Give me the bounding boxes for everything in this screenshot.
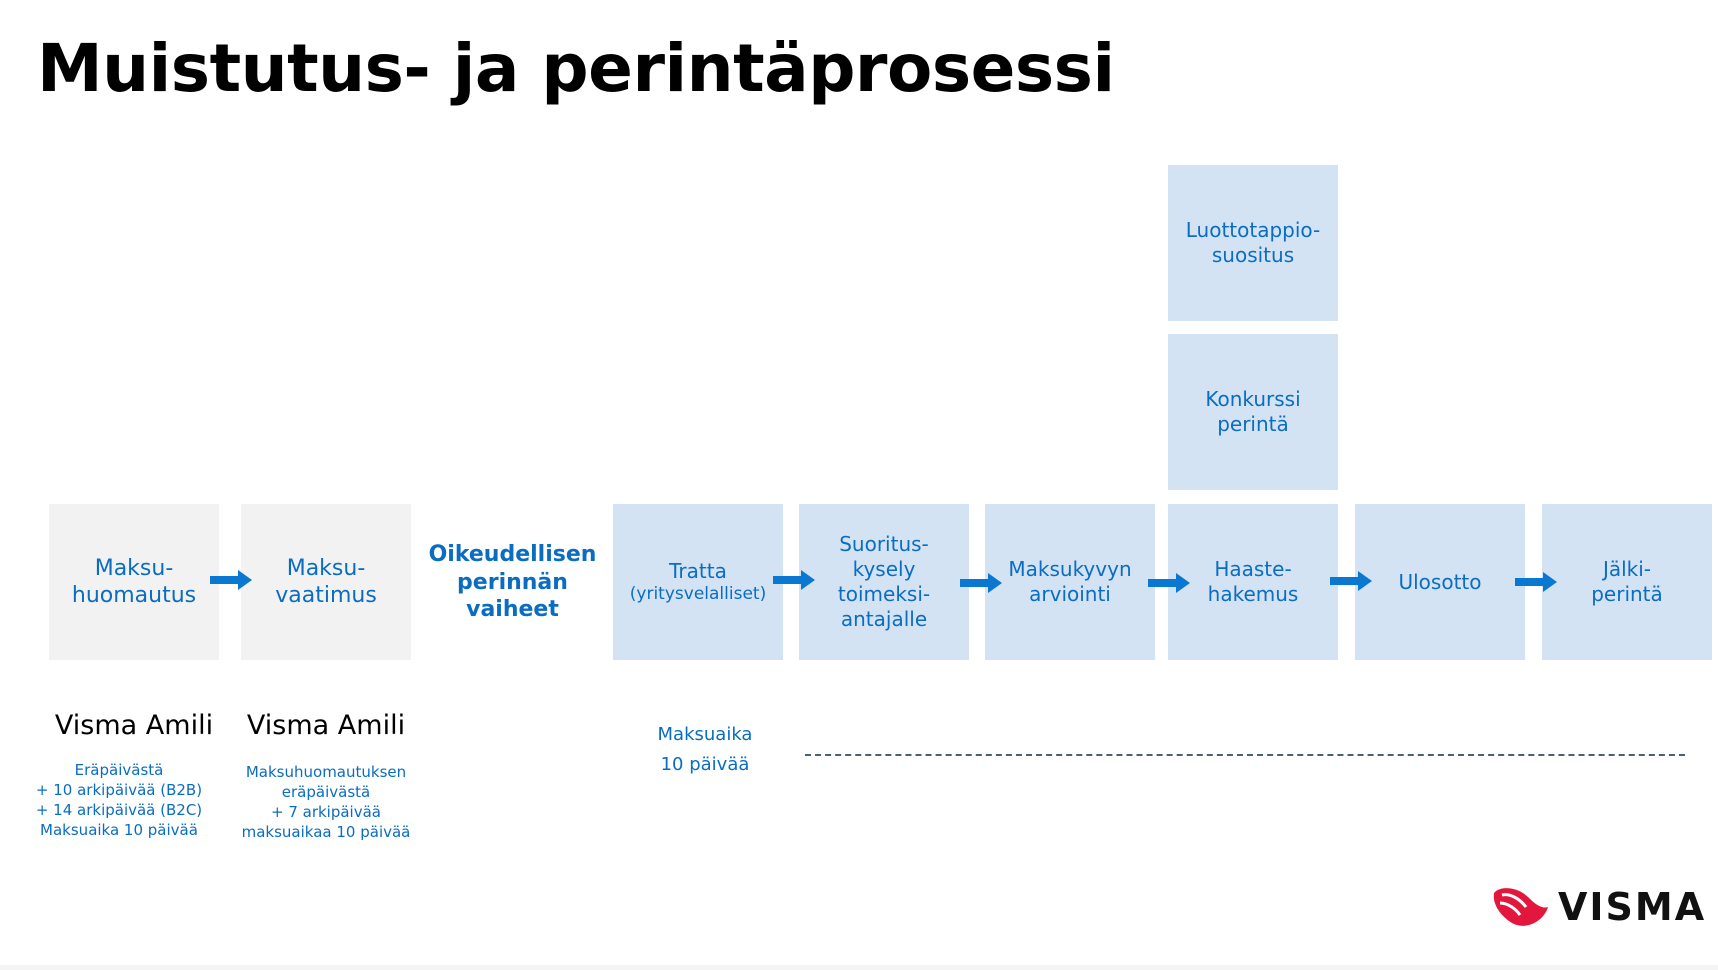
box-label: Ulosotto xyxy=(1398,569,1482,594)
box-haaste: Haaste- hakemus xyxy=(1168,504,1338,660)
box-suoritus: Suoritus- kysely toimeksi- antajalle xyxy=(799,504,969,660)
note-line: maksuaikaa 10 päivää xyxy=(241,823,411,841)
box-label: Maksukyvyn arviointi xyxy=(1008,557,1132,606)
box-label: Konkurssi perintä xyxy=(1205,387,1301,436)
visma-logo-text: VISMA xyxy=(1558,885,1707,929)
timing-note-tratta: Maksuaika 10 päivää xyxy=(630,720,780,780)
box-luottotappio: Luottotappio- suositus xyxy=(1168,165,1338,321)
box-ulosotto: Ulosotto xyxy=(1355,504,1525,660)
arrow-right-icon xyxy=(210,570,252,590)
box-label: Tratta (yritysvelalliset) xyxy=(630,534,766,630)
box-label: Haaste- hakemus xyxy=(1207,557,1299,606)
tratta-sublabel: (yritysvelalliset) xyxy=(629,583,767,604)
legal-phase-heading: Oikeudellisen perinnän vaiheet xyxy=(428,542,597,622)
arrow-right-icon xyxy=(1330,571,1372,591)
note-line: Maksuaika xyxy=(657,724,753,745)
arrow-right-icon xyxy=(960,573,1002,593)
note-line: + 10 arkipäivää (B2B) xyxy=(35,781,203,799)
note-line: Eräpäivästä xyxy=(74,761,164,779)
box-tratta: Tratta (yritysvelalliset) xyxy=(613,504,783,660)
box-jalki: Jälki- perintä xyxy=(1542,504,1712,660)
note-line: + 14 arkipäivää (B2C) xyxy=(35,801,203,819)
page-title: Muistutus- ja perintäprosessi xyxy=(37,30,1115,107)
arrow-right-icon xyxy=(1148,573,1190,593)
note-line: eräpäivästä xyxy=(281,783,371,801)
arrow-right-icon xyxy=(773,570,815,590)
visma-logo: VISMA xyxy=(1490,885,1706,929)
footer-divider xyxy=(0,965,1718,970)
box-label: Jälki- perintä xyxy=(1591,557,1663,606)
note-line: + 7 arkipäivää xyxy=(270,803,381,821)
box-label: Luottotappio- suositus xyxy=(1185,218,1321,267)
tratta-label: Tratta xyxy=(669,558,727,583)
timeline-dashed-line xyxy=(805,754,1685,756)
visma-logo-mark-icon xyxy=(1493,888,1548,926)
note-line: Maksuaika 10 päivää xyxy=(40,821,198,839)
box-label: Maksu- huomautus xyxy=(71,555,197,609)
box-maksuvaatimus: Maksu- vaatimus xyxy=(241,504,411,660)
box-maksukyvyn: Maksukyvyn arviointi xyxy=(985,504,1155,660)
timing-note-maksuvaatimus: Maksuhuomautuksen eräpäivästä + 7 arkipä… xyxy=(236,762,416,842)
note-line: 10 päivää xyxy=(660,754,750,775)
timing-note-maksuhuomautus: Eräpäivästä + 10 arkipäivää (B2B) + 14 a… xyxy=(29,760,209,840)
box-maksuhuomautus: Maksu- huomautus xyxy=(49,504,219,660)
box-label: Maksu- vaatimus xyxy=(275,555,377,609)
box-label: Suoritus- kysely toimeksi- antajalle xyxy=(837,532,931,631)
arrow-right-icon xyxy=(1515,572,1557,592)
provider-label: Visma Amili xyxy=(246,710,406,741)
note-line: Maksuhuomautuksen xyxy=(245,763,407,781)
provider-label: Visma Amili xyxy=(54,710,214,741)
box-konkurssi: Konkurssi perintä xyxy=(1168,334,1338,490)
